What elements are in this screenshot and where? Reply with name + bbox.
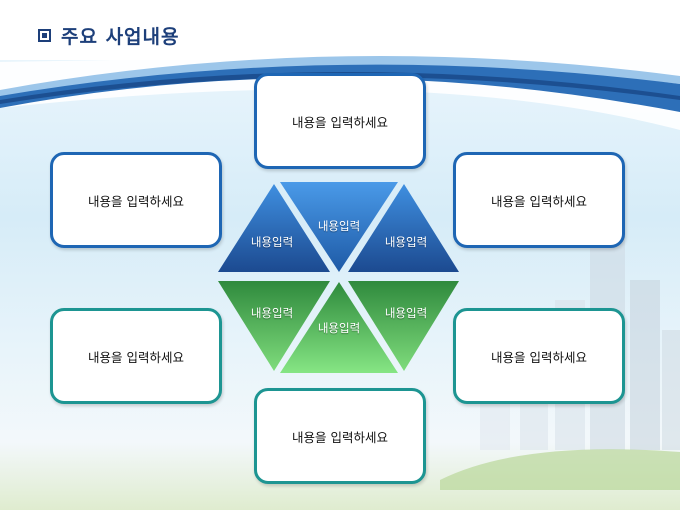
hex-label-top-left: 내용입력 [250, 235, 294, 249]
hex-label-bottom-left: 내용입력 [250, 306, 294, 320]
content-box-bottom[interactable]: 내용을 입력하세요 [254, 388, 426, 484]
content-box-text: 내용을 입력하세요 [292, 429, 388, 445]
hex-label-bottom-middle: 내용입력 [317, 321, 361, 335]
content-box-lower-right[interactable]: 내용을 입력하세요 [453, 308, 625, 404]
content-box-text: 내용을 입력하세요 [491, 193, 587, 209]
hexagon-diagram: 내용입력 내용입력 내용입력 내용입력 내용입력 내용입력 [216, 180, 461, 375]
hex-triangle-bottom-left [218, 281, 330, 371]
content-box-text: 내용을 입력하세요 [491, 349, 587, 365]
content-box-text: 내용을 입력하세요 [88, 349, 184, 365]
content-box-lower-left[interactable]: 내용을 입력하세요 [50, 308, 222, 404]
content-box-top[interactable]: 내용을 입력하세요 [254, 73, 426, 169]
hex-label-bottom-right: 내용입력 [384, 306, 428, 320]
hex-triangle-bottom-middle [280, 282, 398, 373]
hex-label-top-middle: 내용입력 [317, 219, 361, 233]
slide-title: 주요 사업내용 [38, 22, 180, 48]
hexagon-shapes [218, 182, 459, 373]
hex-triangle-top-right [348, 184, 459, 272]
header-swoosh [0, 50, 680, 130]
hex-triangle-top-left [218, 184, 330, 272]
title-text: 주요 사업내용 [61, 25, 180, 48]
content-box-upper-left[interactable]: 내용을 입력하세요 [50, 152, 222, 248]
hex-label-top-right: 내용입력 [384, 235, 428, 249]
content-box-text: 내용을 입력하세요 [292, 114, 388, 130]
content-box-text: 내용을 입력하세요 [88, 193, 184, 209]
hex-triangle-top-middle [280, 182, 398, 272]
square-bullet-icon [38, 28, 51, 42]
hex-triangle-bottom-right [348, 281, 459, 371]
content-box-upper-right[interactable]: 내용을 입력하세요 [453, 152, 625, 248]
